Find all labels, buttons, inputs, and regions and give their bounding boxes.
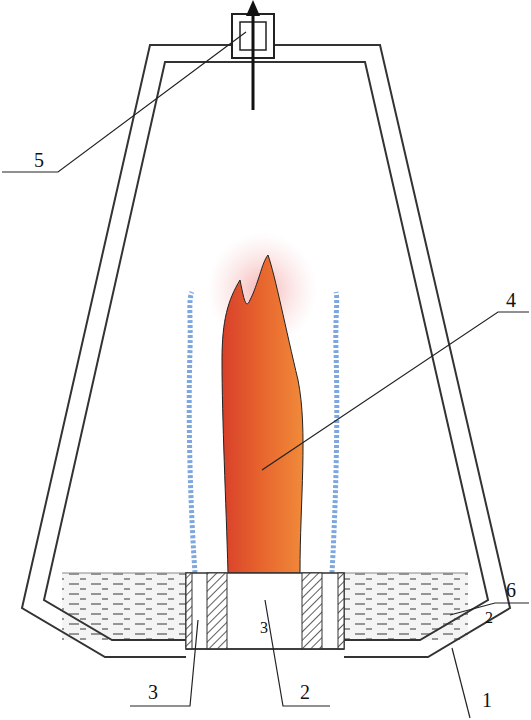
callout-number: 3 xyxy=(260,620,268,636)
gas-jet xyxy=(189,292,195,573)
inner-wall xyxy=(44,62,488,640)
liquid xyxy=(344,573,468,640)
burner-pipe xyxy=(186,573,344,649)
callout-number: 2 xyxy=(485,610,493,626)
callout-number: 4 xyxy=(506,290,516,310)
callout-number: 3 xyxy=(148,682,158,702)
gas-jet xyxy=(332,292,337,573)
flame xyxy=(222,255,303,573)
callout-number: 6 xyxy=(506,580,516,600)
leader-lines xyxy=(2,32,529,718)
callout-number: 1 xyxy=(482,690,492,710)
callout-number: 5 xyxy=(34,150,44,170)
callout-number: 2 xyxy=(300,682,310,702)
outer-wall xyxy=(22,45,510,657)
liquid xyxy=(62,573,186,640)
